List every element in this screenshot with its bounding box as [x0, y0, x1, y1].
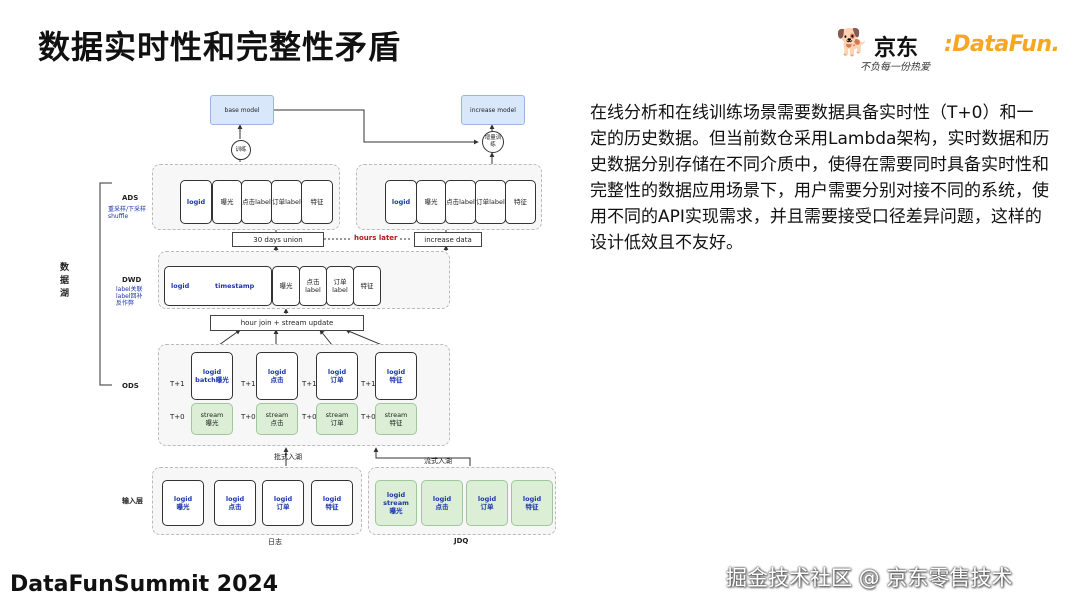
dwd-logid: logid [171, 282, 190, 290]
input-log-cell: logid 订单 [262, 480, 304, 526]
ods-batch-cell: logid 点击 [256, 352, 298, 400]
ads-left-cell: logid [180, 180, 212, 224]
union-box: 30 days union [232, 232, 324, 247]
dwd-field-cell: 曝光 [272, 266, 300, 306]
t1-label: T+1 [170, 380, 185, 388]
ods-stream-cell: stream 特征 [375, 403, 417, 435]
dwd-field-cell: 特征 [353, 266, 381, 306]
page-title: 数据实时性和完整性矛盾 [38, 28, 402, 66]
ods-batch-cell: logid 特征 [375, 352, 417, 400]
t0-label: T+0 [302, 413, 317, 421]
input-jdq-cell: logid stream 曝光 [375, 480, 417, 526]
t1-label: T+1 [361, 380, 376, 388]
input-jdq-cell: logid 订单 [466, 480, 508, 526]
ods-batch-cell: logid batch曝光 [191, 352, 233, 400]
jd-brand-name: 京东 [874, 36, 919, 61]
increase-model-box: increase model [461, 95, 525, 125]
watermark: 掘金技术社区 @ 京东零售技术 [726, 566, 1013, 590]
ods-stream-cell: stream 点击 [256, 403, 298, 435]
dwd-note: label关联 label回补 反作弊 [116, 286, 143, 307]
increase-train-node: 增量训 练 [482, 131, 504, 153]
ads-right-cell: 点击label [445, 180, 476, 224]
t0-label: T+0 [170, 413, 185, 421]
jd-dog-icon: 🐕 [836, 28, 869, 58]
input-log-cell: logid 特征 [311, 480, 353, 526]
jd-logo: 🐕 京东 不负每一份热爱 [836, 26, 936, 74]
ads-left-cell: 曝光 [212, 180, 242, 224]
base-model-box: base model [210, 95, 274, 125]
ods-label: ODS [122, 382, 139, 390]
increase-data-box: increase data [414, 232, 482, 247]
ads-note: 重采样/下采样 shuffle [108, 206, 147, 220]
ods-stream-cell: stream 订单 [316, 403, 358, 435]
ads-left-cell: 点击label [241, 180, 272, 224]
dwd-timestamp: timestamp [215, 282, 255, 290]
data-lake-label: 数 据 湖 [60, 263, 70, 299]
dwd-label: DWD [122, 276, 142, 284]
jd-slogan: 不负每一份热爱 [860, 62, 930, 73]
hours-later-label: hours later [352, 234, 400, 242]
input-layer-label: 输入层 [122, 497, 143, 505]
dwd-field-cell: 点击label [299, 266, 327, 306]
ads-right-cell: 订单label [475, 180, 506, 224]
batch-ingest-label: 批式入湖 [274, 453, 302, 461]
input-log-cell: logid 点击 [214, 480, 256, 526]
t0-label: T+0 [241, 413, 256, 421]
t1-label: T+1 [302, 380, 317, 388]
ads-right-cell: 特征 [505, 180, 536, 224]
description-text: 在线分析和在线训练场景需要数据具备实时性（T+0）和一定的历史数据。但当前数仓采… [590, 103, 1050, 253]
jdq-label: JDQ [454, 537, 469, 545]
dwd-field-cell: 订单label [326, 266, 354, 306]
datafun-logo: :DataFun. [944, 32, 1060, 57]
dwd-key-cell: logid timestamp [164, 266, 272, 306]
t0-label: T+0 [361, 413, 376, 421]
input-jdq-cell: logid 点击 [421, 480, 463, 526]
input-log-cell: logid 曝光 [162, 480, 204, 526]
ads-left-cell: 订单label [271, 180, 302, 224]
event-name: DataFunSummit 2024 [10, 572, 279, 597]
train-node: 训练 [231, 140, 251, 160]
ods-stream-cell: stream 曝光 [191, 403, 233, 435]
log-label: 日志 [268, 538, 282, 546]
ods-batch-cell: logid 订单 [316, 352, 358, 400]
stream-ingest-label: 流式入湖 [424, 457, 452, 465]
ads-right-cell: logid [385, 180, 417, 224]
ads-right-cell: 曝光 [416, 180, 446, 224]
join-box: hour join + stream update [210, 315, 364, 331]
input-jdq-cell: logid 特征 [511, 480, 553, 526]
ads-label: ADS [122, 194, 139, 202]
ads-left-cell: 特征 [301, 180, 333, 224]
t1-label: T+1 [241, 380, 256, 388]
